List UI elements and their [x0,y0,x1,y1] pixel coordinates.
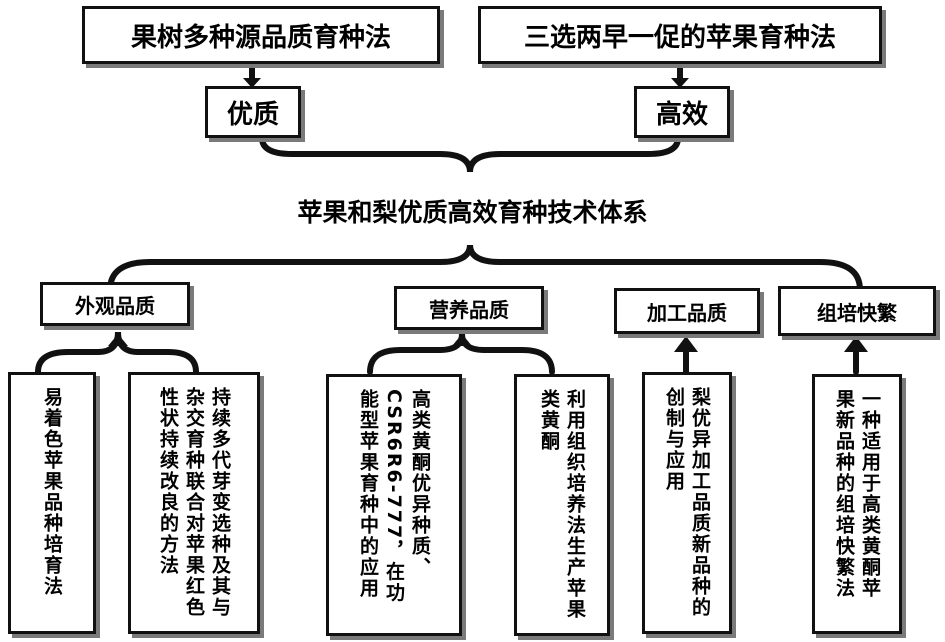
brace-middle [107,244,863,293]
method-nutrition-2-text: 利用组织培养法生产苹果类黄酮 [538,389,586,620]
arrow-appearance-head [108,334,128,346]
method-nutrition-1: 高类黄酮优异种质、CSR6R6-777，在功能型苹果育种中的应用 [326,374,462,636]
arrow-top-left-head [243,78,261,88]
method-tissue-culture-1: 一种适用于高类黄酮苹果新品种的组培快繁法 [812,374,902,634]
system-title: 苹果和梨优质高效育种技术体系 [297,198,648,227]
arrow-top-right-head [671,78,689,88]
box-tissue-culture: 组培快繁 [778,286,936,336]
box-processing-quality: 加工品质 [614,288,760,334]
box-efficiency: 高效 [634,86,730,138]
method-nutrition-1-text: 高类黄酮优异种质、CSR6R6-777，在功能型苹果育种中的应用 [357,389,431,604]
box-nutrition-quality-label: 营养品质 [429,297,509,322]
method-appearance-2: 持续多代芽变选种及其与杂交育种联合对苹果红色性状持续改良的方法 [128,372,260,634]
box-efficiency-label: 高效 [655,99,708,130]
box-appearance-quality: 外观品质 [40,282,190,326]
box-three-select-breeding: 三选两早一促的苹果育种法 [478,6,882,64]
box-nutrition-quality: 营养品质 [394,286,544,330]
arrow-nutrition-head [452,334,472,346]
box-three-select-breeding-label: 三选两早一促的苹果育种法 [523,22,836,53]
arrow-tissue-head [844,336,868,352]
box-appearance-quality-label: 外观品质 [75,293,155,318]
method-appearance-1-text: 易着色苹果品种培育法 [41,387,63,597]
method-tissue-culture-1-text: 一种适用于高类黄酮苹果新品种的组培快繁法 [833,389,881,599]
box-quality: 优质 [205,86,301,138]
box-multi-source-breeding-label: 果树多种源品质育种法 [130,22,391,53]
method-appearance-2-text: 持续多代芽变选种及其与杂交育种联合对苹果红色性状持续改良的方法 [157,387,231,618]
method-processing-1: 梨优异加工品质新品种的创制与应用 [642,372,732,634]
arrow-processing-head [674,336,698,352]
method-appearance-1: 易着色苹果品种培育法 [8,372,96,634]
box-multi-source-breeding: 果树多种源品质育种法 [82,6,440,64]
brace-appearance [35,331,199,375]
method-nutrition-2: 利用组织培养法生产苹果类黄酮 [514,374,610,636]
box-processing-quality-label: 加工品质 [647,300,727,325]
brace-top [259,135,681,173]
box-tissue-culture-label: 组培快繁 [817,300,897,325]
box-quality-label: 优质 [226,99,279,130]
method-processing-1-text: 梨优异加工品质新品种的创制与应用 [663,387,711,618]
